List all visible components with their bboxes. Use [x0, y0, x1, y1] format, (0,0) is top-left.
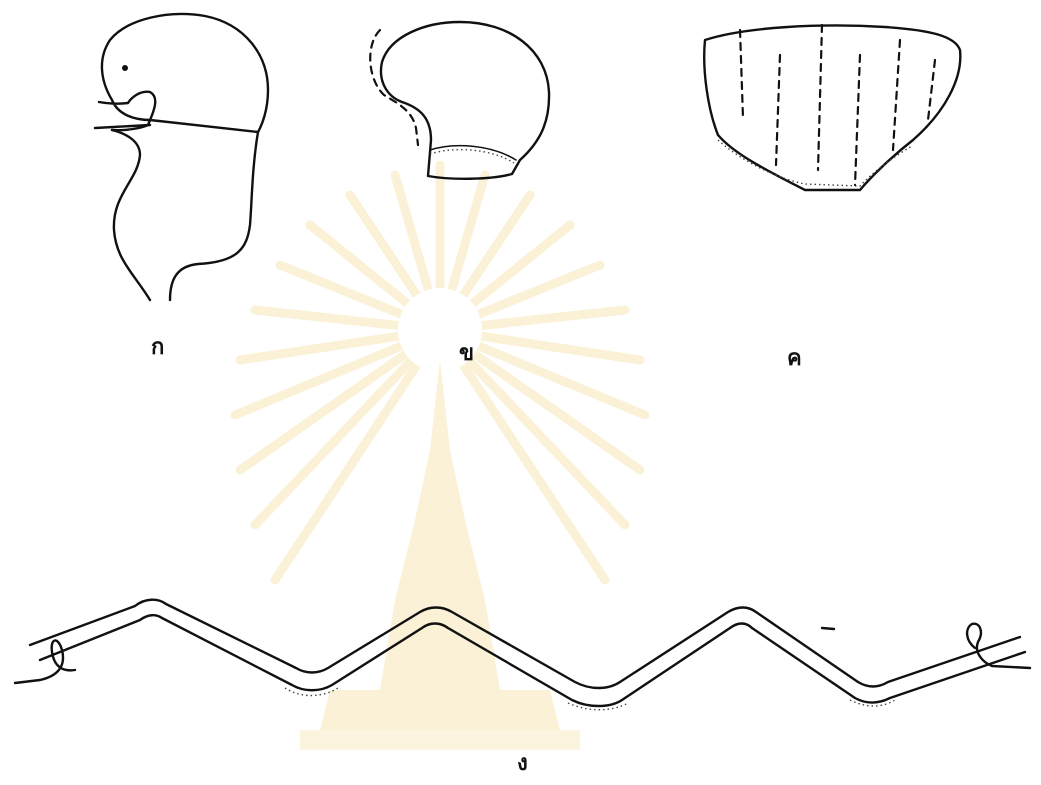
figure-label-d: ง — [517, 752, 528, 774]
figure-a-drawing — [95, 14, 268, 300]
figure-b-drawing — [370, 22, 549, 179]
figure-label-a: ก — [151, 336, 164, 358]
figure-label-c: ค — [787, 347, 802, 369]
figure-c-drawing — [704, 25, 960, 190]
university-emblem-watermark — [235, 165, 645, 750]
figure-label-b: ข — [459, 342, 474, 364]
